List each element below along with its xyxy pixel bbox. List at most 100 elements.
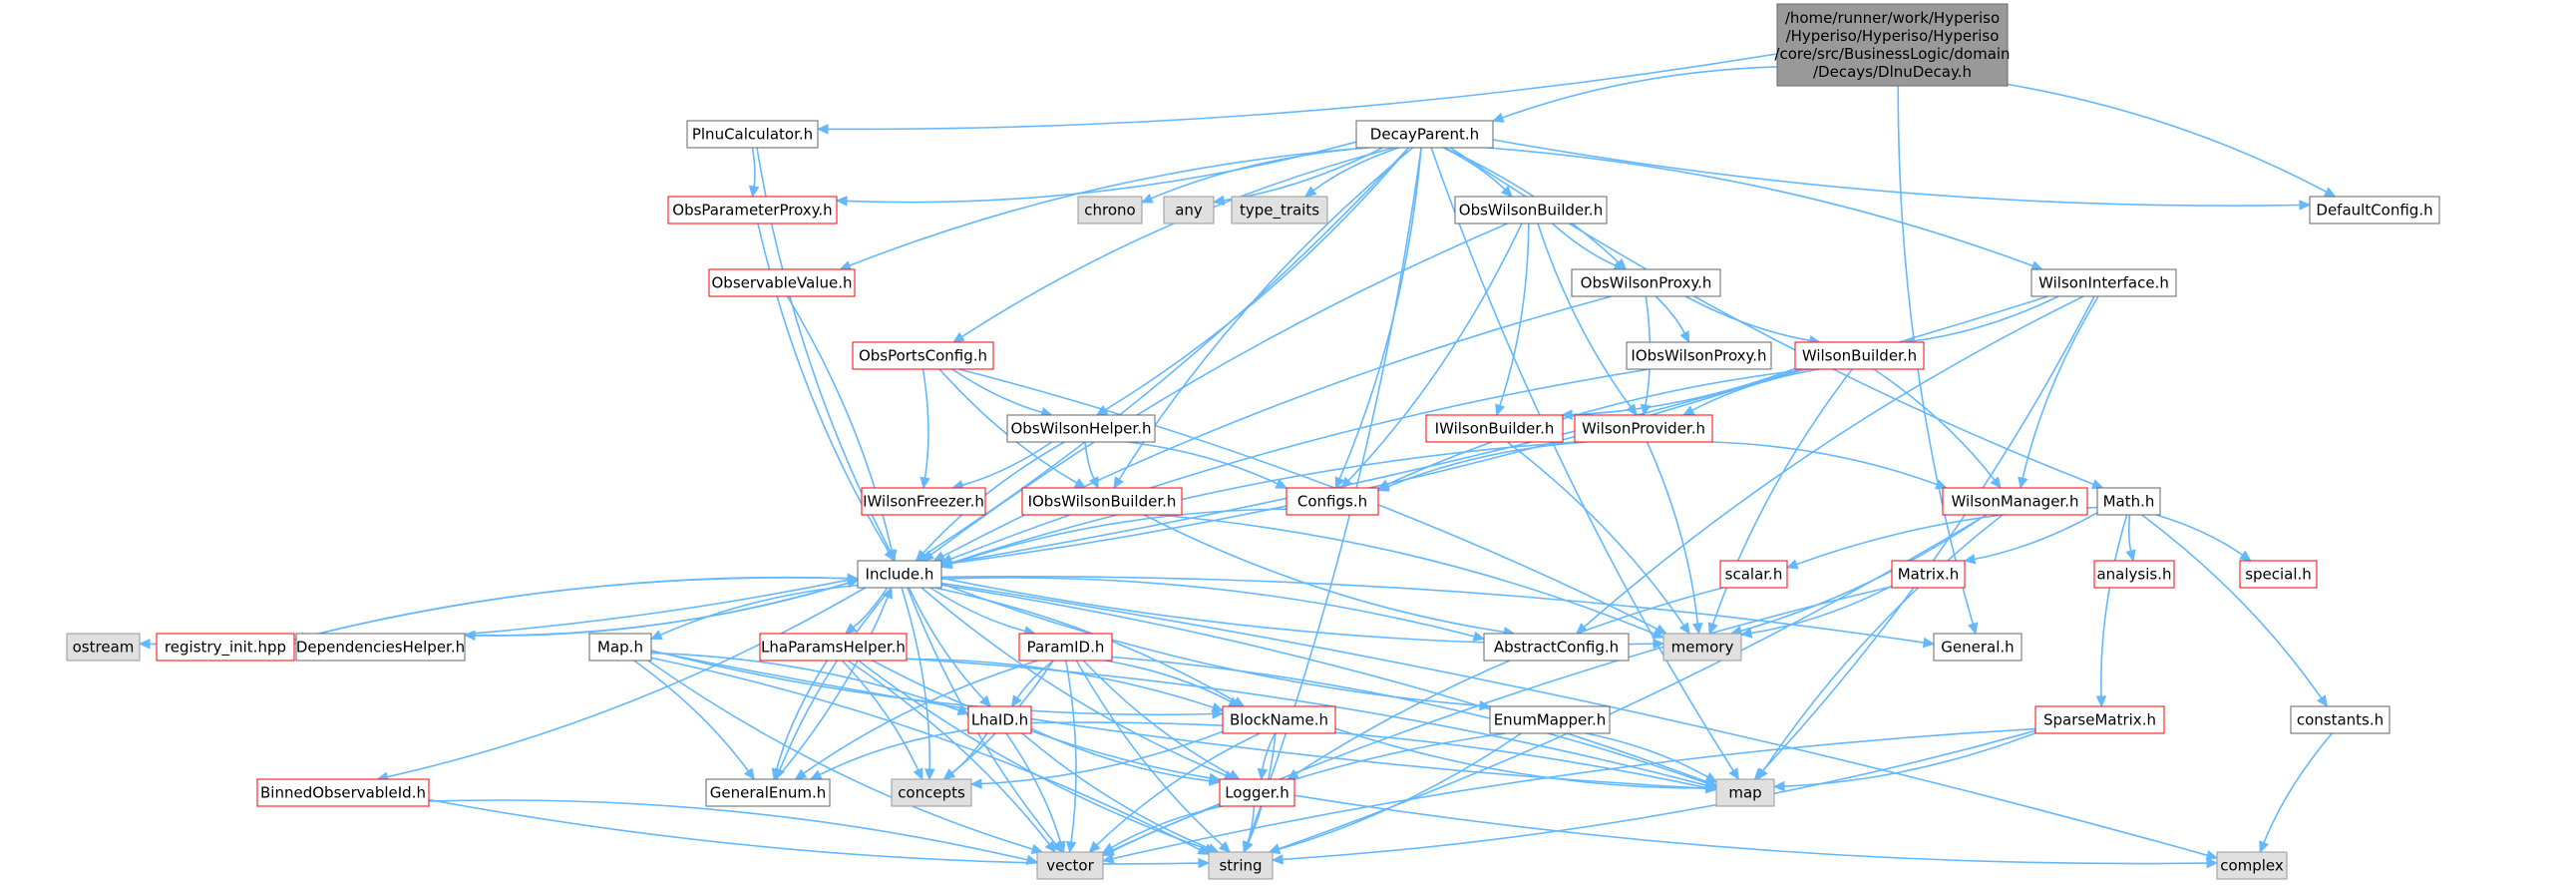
node-analysis[interactable]: analysis.h bbox=[2093, 560, 2175, 589]
node-plnu[interactable]: PlnuCalculator.h bbox=[686, 120, 819, 149]
node-paramid[interactable]: ParamID.h bbox=[1018, 633, 1113, 662]
node-iwf[interactable]: IWilsonFreezer.h bbox=[861, 487, 986, 516]
edge-logger-to-complex bbox=[1293, 794, 2208, 865]
node-defcfg[interactable]: DefaultConfig.h bbox=[2309, 196, 2440, 224]
arrowhead-lhaid-to-logger bbox=[1208, 775, 1222, 786]
edge-constants-to-complex bbox=[2263, 732, 2333, 844]
arrowhead-plnu-to-obsparam bbox=[748, 185, 760, 199]
node-vector[interactable]: vector bbox=[1036, 851, 1104, 880]
node-dephelper[interactable]: DependenciesHelper.h bbox=[295, 633, 466, 662]
node-reginit[interactable]: registry_init.hpp bbox=[156, 633, 295, 662]
node-logger[interactable]: Logger.h bbox=[1219, 778, 1295, 807]
arrowhead-math-to-sparse bbox=[2095, 695, 2107, 708]
node-box-obswp bbox=[1571, 268, 1721, 297]
node-matrix[interactable]: Matrix.h bbox=[1891, 560, 1966, 589]
edge-include-to-lhaid bbox=[908, 587, 984, 700]
arrowhead-paramid-to-vector bbox=[1065, 840, 1077, 854]
node-obsparam[interactable]: ObsParameterProxy.h bbox=[667, 196, 838, 224]
node-configs[interactable]: Configs.h bbox=[1286, 487, 1379, 516]
node-math[interactable]: Math.h bbox=[2096, 487, 2161, 516]
node-label-wi: WilsonInterface.h bbox=[2038, 274, 2169, 292]
node-iowp[interactable]: IObsWilsonProxy.h bbox=[1626, 341, 1772, 370]
node-iwb[interactable]: IWilsonBuilder.h bbox=[1425, 414, 1564, 443]
node-sparse[interactable]: SparseMatrix.h bbox=[2034, 705, 2165, 734]
node-box-logger bbox=[1219, 778, 1295, 807]
arrowhead-genenum-to-include bbox=[882, 586, 893, 600]
node-decay[interactable]: DecayParent.h bbox=[1355, 120, 1494, 149]
edge-decay-to-obswb bbox=[1443, 147, 1506, 191]
node-iowb[interactable]: IObsWilsonBuilder.h bbox=[1021, 487, 1183, 516]
node-obswb[interactable]: ObsWilsonBuilder.h bbox=[1454, 196, 1608, 224]
node-special[interactable]: special.h bbox=[2239, 560, 2318, 589]
arrowhead-paramid-to-logger bbox=[1227, 769, 1241, 780]
node-label-string: string bbox=[1219, 857, 1262, 875]
arrowhead-decay-to-configs bbox=[1334, 476, 1345, 490]
node-box-iowp bbox=[1626, 341, 1772, 370]
node-owh[interactable]: ObsWilsonHelper.h bbox=[1006, 414, 1156, 443]
edge-iwb-to-memory bbox=[1506, 441, 1685, 627]
node-label-obswp: ObsWilsonProxy.h bbox=[1581, 274, 1712, 292]
arrowhead-blockname-to-logger bbox=[1257, 767, 1269, 781]
node-wb[interactable]: WilsonBuilder.h bbox=[1794, 341, 1925, 370]
node-binned[interactable]: BinnedObservableId.h bbox=[256, 778, 430, 807]
node-constants[interactable]: constants.h bbox=[2290, 705, 2391, 734]
arrowhead-maph-to-genenum bbox=[743, 767, 756, 780]
node-memory[interactable]: memory bbox=[1662, 633, 1742, 662]
arrowhead-blockname-to-map bbox=[1705, 782, 1718, 794]
node-box-general bbox=[1933, 633, 2023, 662]
node-label-iwb: IWilsonBuilder.h bbox=[1435, 420, 1555, 438]
node-box-vector bbox=[1036, 851, 1104, 880]
arrowhead-root-to-general bbox=[1968, 622, 1979, 636]
node-map[interactable]: map bbox=[1715, 778, 1775, 807]
node-box-matrix bbox=[1891, 560, 1966, 589]
node-box-analysis bbox=[2093, 560, 2175, 589]
edge-lhaid-to-concepts bbox=[951, 732, 988, 774]
node-concepts[interactable]: concepts bbox=[891, 778, 972, 807]
node-any[interactable]: any bbox=[1163, 196, 1215, 224]
arrowhead-lha-to-blockname bbox=[1211, 702, 1225, 712]
edge-wp-to-wm bbox=[1711, 441, 1938, 486]
node-ostream[interactable]: ostream bbox=[66, 633, 141, 662]
node-general[interactable]: General.h bbox=[1933, 633, 2023, 662]
node-root[interactable]: /home/runner/work/Hyperiso/Hyperiso/Hype… bbox=[1774, 3, 2011, 87]
arrowhead-include-to-abscfg bbox=[1472, 631, 1486, 642]
node-wi[interactable]: WilsonInterface.h bbox=[2030, 268, 2177, 297]
edge-maph-to-blockname bbox=[650, 650, 1214, 716]
edge-math-to-scalar bbox=[1796, 506, 2098, 566]
arrowhead-lhaid-to-genenum bbox=[809, 769, 823, 780]
node-label-abscfg: AbstractConfig.h bbox=[1494, 639, 1619, 657]
arrowhead-configs-to-include bbox=[939, 559, 953, 570]
node-chrono[interactable]: chrono bbox=[1077, 196, 1143, 224]
node-wm[interactable]: WilsonManager.h bbox=[1942, 487, 2088, 516]
edge-blockname-to-concepts bbox=[980, 730, 1224, 785]
node-string[interactable]: string bbox=[1208, 851, 1274, 880]
node-include[interactable]: Include.h bbox=[857, 560, 942, 589]
node-enummap[interactable]: EnumMapper.h bbox=[1489, 705, 1611, 734]
node-obsval[interactable]: ObservableValue.h bbox=[708, 268, 856, 297]
node-maph[interactable]: Map.h bbox=[588, 633, 652, 662]
edge-maph-to-vector bbox=[647, 660, 1033, 850]
node-abscfg[interactable]: AbstractConfig.h bbox=[1483, 633, 1630, 662]
node-blockname[interactable]: BlockName.h bbox=[1222, 705, 1336, 734]
edge-owh-to-configs bbox=[1127, 441, 1279, 485]
node-genenum[interactable]: GeneralEnum.h bbox=[705, 778, 831, 807]
edge-dephelper-to-include bbox=[464, 582, 849, 637]
node-obswp[interactable]: ObsWilsonProxy.h bbox=[1571, 268, 1721, 297]
edge-iowp-to-include bbox=[950, 368, 1651, 561]
edge-decay-to-obsparam bbox=[846, 141, 1357, 204]
node-opc[interactable]: ObsPortsConfig.h bbox=[852, 341, 994, 370]
arrowhead-sparse-to-string bbox=[1271, 854, 1284, 865]
node-lha[interactable]: LhaParamsHelper.h bbox=[759, 633, 908, 662]
node-complex[interactable]: complex bbox=[2216, 851, 2288, 880]
arrowhead-include-to-lha bbox=[844, 623, 858, 635]
node-label-memory: memory bbox=[1671, 639, 1734, 657]
node-wp[interactable]: WilsonProvider.h bbox=[1574, 414, 1713, 443]
node-typetraits[interactable]: type_traits bbox=[1231, 196, 1328, 224]
node-scalar[interactable]: scalar.h bbox=[1719, 560, 1788, 589]
arrowhead-wp-to-memory bbox=[1691, 623, 1703, 636]
edge-decay-to-owh bbox=[1104, 147, 1410, 411]
node-label-defcfg: DefaultConfig.h bbox=[2316, 202, 2432, 220]
node-box-lhaid bbox=[967, 705, 1032, 734]
node-box-maph bbox=[588, 633, 652, 662]
node-lhaid[interactable]: LhaID.h bbox=[967, 705, 1032, 734]
